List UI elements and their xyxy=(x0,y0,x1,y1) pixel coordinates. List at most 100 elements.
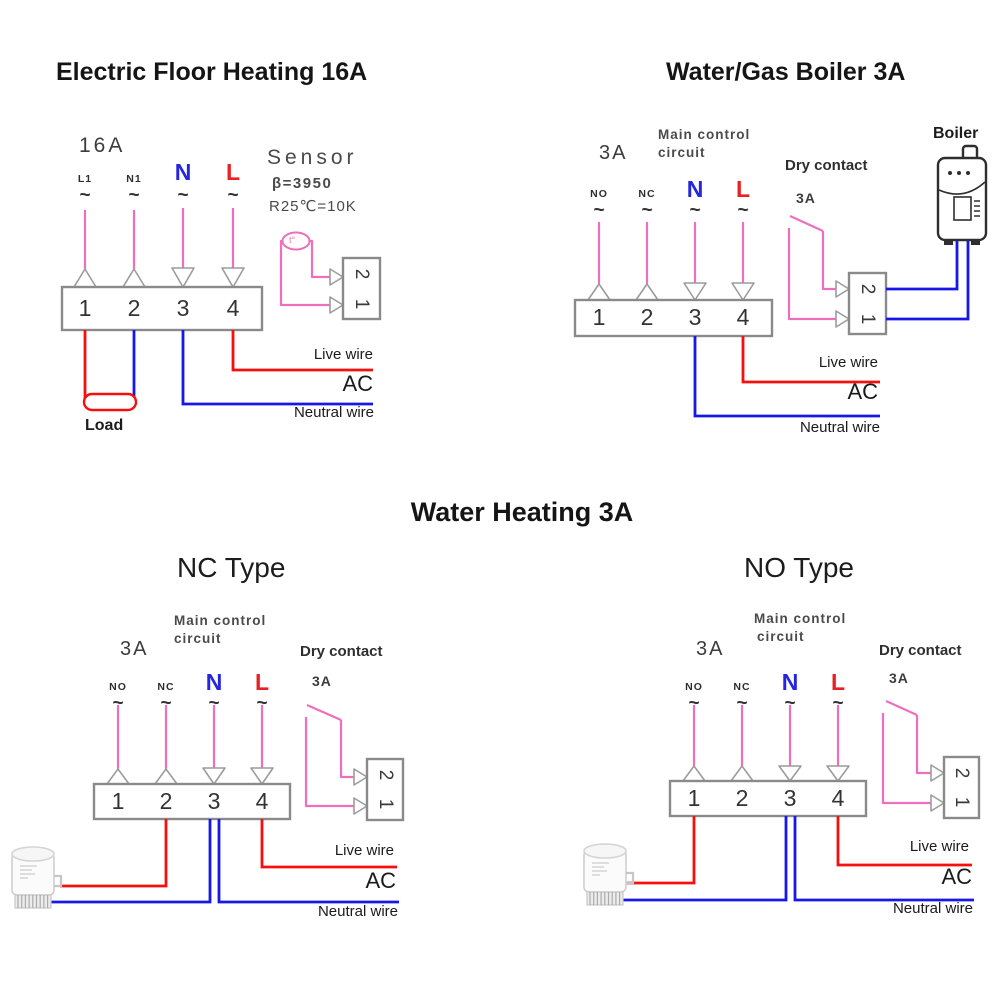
ac-label: AC xyxy=(847,379,878,404)
water-heating-section-title: Water Heating 3A xyxy=(410,497,634,527)
rating-label: 16A xyxy=(79,134,126,157)
arrow-down-icon xyxy=(250,767,274,785)
wire-neutral xyxy=(793,816,974,902)
boiler-dot xyxy=(957,171,961,175)
terminal-block xyxy=(92,782,292,821)
wire-live xyxy=(836,816,972,867)
terminal-block xyxy=(573,298,774,338)
connector-terminal-label: 2 xyxy=(857,283,878,295)
terminal-number: 3 xyxy=(176,295,190,321)
arrow-up-icon xyxy=(154,768,178,785)
arrow-up-icon xyxy=(587,283,611,301)
tilde-symbol: ~ xyxy=(208,693,220,714)
no-type-graphics xyxy=(582,699,981,907)
tilde-symbol: ~ xyxy=(593,200,605,221)
boiler-foot xyxy=(971,240,980,245)
terminal-label-l: L xyxy=(830,669,846,695)
boiler-diagram-graphics xyxy=(573,144,988,418)
terminal-number: 2 xyxy=(127,295,141,321)
terminal-label-nc: NC xyxy=(638,188,656,200)
boiler-curve xyxy=(938,181,986,195)
arrow-up-icon xyxy=(106,768,130,785)
dry-contact-rating: 3A xyxy=(889,670,909,686)
wire-actuator-live xyxy=(60,819,168,888)
dry-contact-switch-blade xyxy=(306,703,342,722)
arrow-down-icon xyxy=(683,282,707,301)
sensor-loop-wire xyxy=(279,239,330,307)
connector-terminal-label: 2 xyxy=(351,268,372,280)
live-wire-label: Live wire xyxy=(313,346,373,363)
dry-contact-rating: 3A xyxy=(796,190,816,206)
boiler-label: Boiler xyxy=(933,125,979,142)
load-icon xyxy=(82,392,138,412)
connector-terminal-label: 1 xyxy=(951,796,972,808)
ac-label: AC xyxy=(342,371,373,396)
dry-contact-wire xyxy=(881,713,931,805)
tilde-symbol: ~ xyxy=(736,693,748,714)
wire-neutral xyxy=(693,336,880,418)
terminal-label-n1: N1 xyxy=(126,173,142,185)
terminal-block xyxy=(668,779,868,818)
valve-actuator-icon xyxy=(582,842,635,907)
wire-neutral xyxy=(181,330,373,406)
wire-neutral xyxy=(217,819,399,904)
sensor-resistance-value: R25℃=10K xyxy=(269,198,357,215)
valve-connector-box xyxy=(365,757,405,822)
terminal-label-n: N xyxy=(781,669,799,695)
sensor-title: Sensor xyxy=(267,146,358,169)
wire-boiler xyxy=(886,240,959,291)
floor-heating-graphics xyxy=(60,208,382,412)
terminal-label-no: NO xyxy=(590,188,608,200)
terminal-number: 2 xyxy=(159,788,173,814)
arrow-down-icon xyxy=(171,267,195,288)
neutral-wire-label: Neutral wire xyxy=(293,404,374,421)
live-wire-label: Live wire xyxy=(909,838,969,855)
nc-type-graphics xyxy=(10,703,405,910)
tilde-symbol: ~ xyxy=(79,185,91,206)
connector-terminal-label: 1 xyxy=(375,798,396,810)
tilde-symbol: ~ xyxy=(688,693,700,714)
tilde-symbol: ~ xyxy=(177,185,189,206)
boiler-icon xyxy=(936,144,988,245)
wire-live xyxy=(260,819,397,869)
tilde-symbol: ~ xyxy=(227,185,239,206)
dry-contact-wire xyxy=(915,715,931,775)
main-control-label-line2: circuit xyxy=(757,629,805,644)
arrow-down-icon xyxy=(202,767,226,785)
terminal-label-n: N xyxy=(205,669,223,695)
dry-contact-wire xyxy=(339,720,354,779)
arrow-right-icon xyxy=(835,280,850,298)
neutral-wire-label: Neutral wire xyxy=(799,419,880,436)
arrow-up-icon xyxy=(122,268,146,288)
connector-terminal-label: 1 xyxy=(857,313,878,325)
main-control-label: Main control xyxy=(754,611,847,626)
terminal-number: 1 xyxy=(687,785,701,811)
main-control-label-line2: circuit xyxy=(174,631,222,646)
arrow-right-icon xyxy=(835,310,850,328)
terminal-number: 1 xyxy=(592,304,606,330)
main-control-label-line2: circuit xyxy=(658,145,706,160)
terminal-number: 3 xyxy=(688,304,702,330)
arrow-up-icon xyxy=(730,765,754,782)
valve-connector-box xyxy=(942,755,981,820)
wire-actuator-neutral xyxy=(47,819,212,904)
arrow-right-icon xyxy=(329,296,344,314)
terminal-number: 4 xyxy=(736,304,750,330)
dry-contact-rating: 3A xyxy=(312,673,332,689)
terminal-number: 2 xyxy=(735,785,749,811)
terminal-number: 1 xyxy=(78,295,92,321)
tilde-symbol: ~ xyxy=(832,693,844,714)
terminal-label-l: L xyxy=(254,669,270,695)
arrow-right-icon xyxy=(930,794,945,812)
arrow-down-icon xyxy=(221,267,245,288)
boiler-panel xyxy=(953,196,972,221)
sensor-probe-label: t° xyxy=(289,235,296,245)
terminal-label-nc: NC xyxy=(157,681,175,693)
tilde-symbol: ~ xyxy=(160,693,172,714)
terminal-number: 4 xyxy=(255,788,269,814)
dry-contact-switch-blade xyxy=(789,214,824,233)
tilde-symbol: ~ xyxy=(112,693,124,714)
terminal-number: 4 xyxy=(226,295,240,321)
